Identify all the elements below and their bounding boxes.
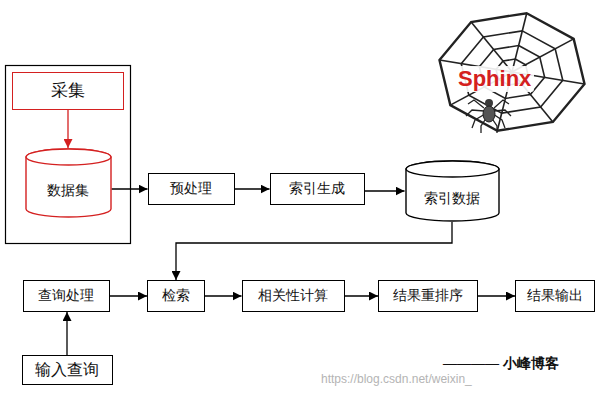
flow-arrow (478, 295, 515, 296)
flow-arrow (205, 295, 242, 296)
cylinder-top (406, 161, 499, 177)
flow-arrow (235, 188, 270, 189)
brand-text: Sphinx (455, 66, 534, 92)
flow-arrow (110, 295, 148, 296)
node-text: 输入查询 (35, 360, 99, 379)
spider-body (483, 106, 495, 122)
spider-legs (466, 100, 511, 133)
output-box: 结果输出 (515, 280, 595, 312)
collect-box: 采集 (12, 72, 124, 110)
spider-web-illustration (439, 13, 584, 131)
spider-illustration (466, 99, 511, 133)
dataset-cylinder: 数据集 (25, 148, 112, 218)
node-text: 相关性计算 (258, 288, 328, 305)
node-text: 检索 (162, 288, 190, 305)
flow-arrow (66, 312, 67, 355)
spider-leg (468, 100, 484, 108)
process-box: 索引生成 (270, 173, 365, 205)
node-text: 索引生成 (289, 181, 345, 198)
flow-arrow (112, 188, 148, 189)
web-ring (439, 13, 584, 131)
process-box: 结果重排序 (378, 280, 478, 312)
flow-arrow (67, 110, 68, 148)
node-text: 查询处理 (38, 288, 94, 305)
collection-group-frame (6, 66, 131, 244)
spider-leg (466, 110, 484, 116)
process-box: 查询处理 (23, 280, 110, 312)
cylinder-body (26, 149, 111, 217)
index-data-cylinder: 索引数据 (405, 160, 500, 222)
cylinder-top (26, 149, 111, 165)
spider-leg (494, 100, 509, 108)
input-box: 输入查询 (22, 355, 113, 385)
node-text: 索引数据 (424, 191, 480, 208)
watermark: https://blog.csdn.net/weixin_ (318, 372, 475, 386)
node-text: 预处理 (170, 181, 212, 198)
flow-arrow (176, 222, 452, 280)
cylinder-body (406, 161, 499, 221)
node-text: 结果重排序 (393, 288, 463, 305)
signature: ———— 小峰博客 (440, 356, 562, 373)
node-text: 采集 (51, 81, 85, 101)
process-box: 检索 (147, 280, 205, 312)
web-spoke (512, 13, 527, 72)
flow-arrow (365, 190, 405, 191)
node-text: 结果输出 (527, 288, 583, 305)
process-box: 预处理 (148, 173, 235, 205)
spider-leg (494, 110, 511, 116)
flow-arrow (345, 295, 379, 296)
process-box: 相关性计算 (242, 280, 345, 312)
node-text: 数据集 (47, 183, 89, 200)
